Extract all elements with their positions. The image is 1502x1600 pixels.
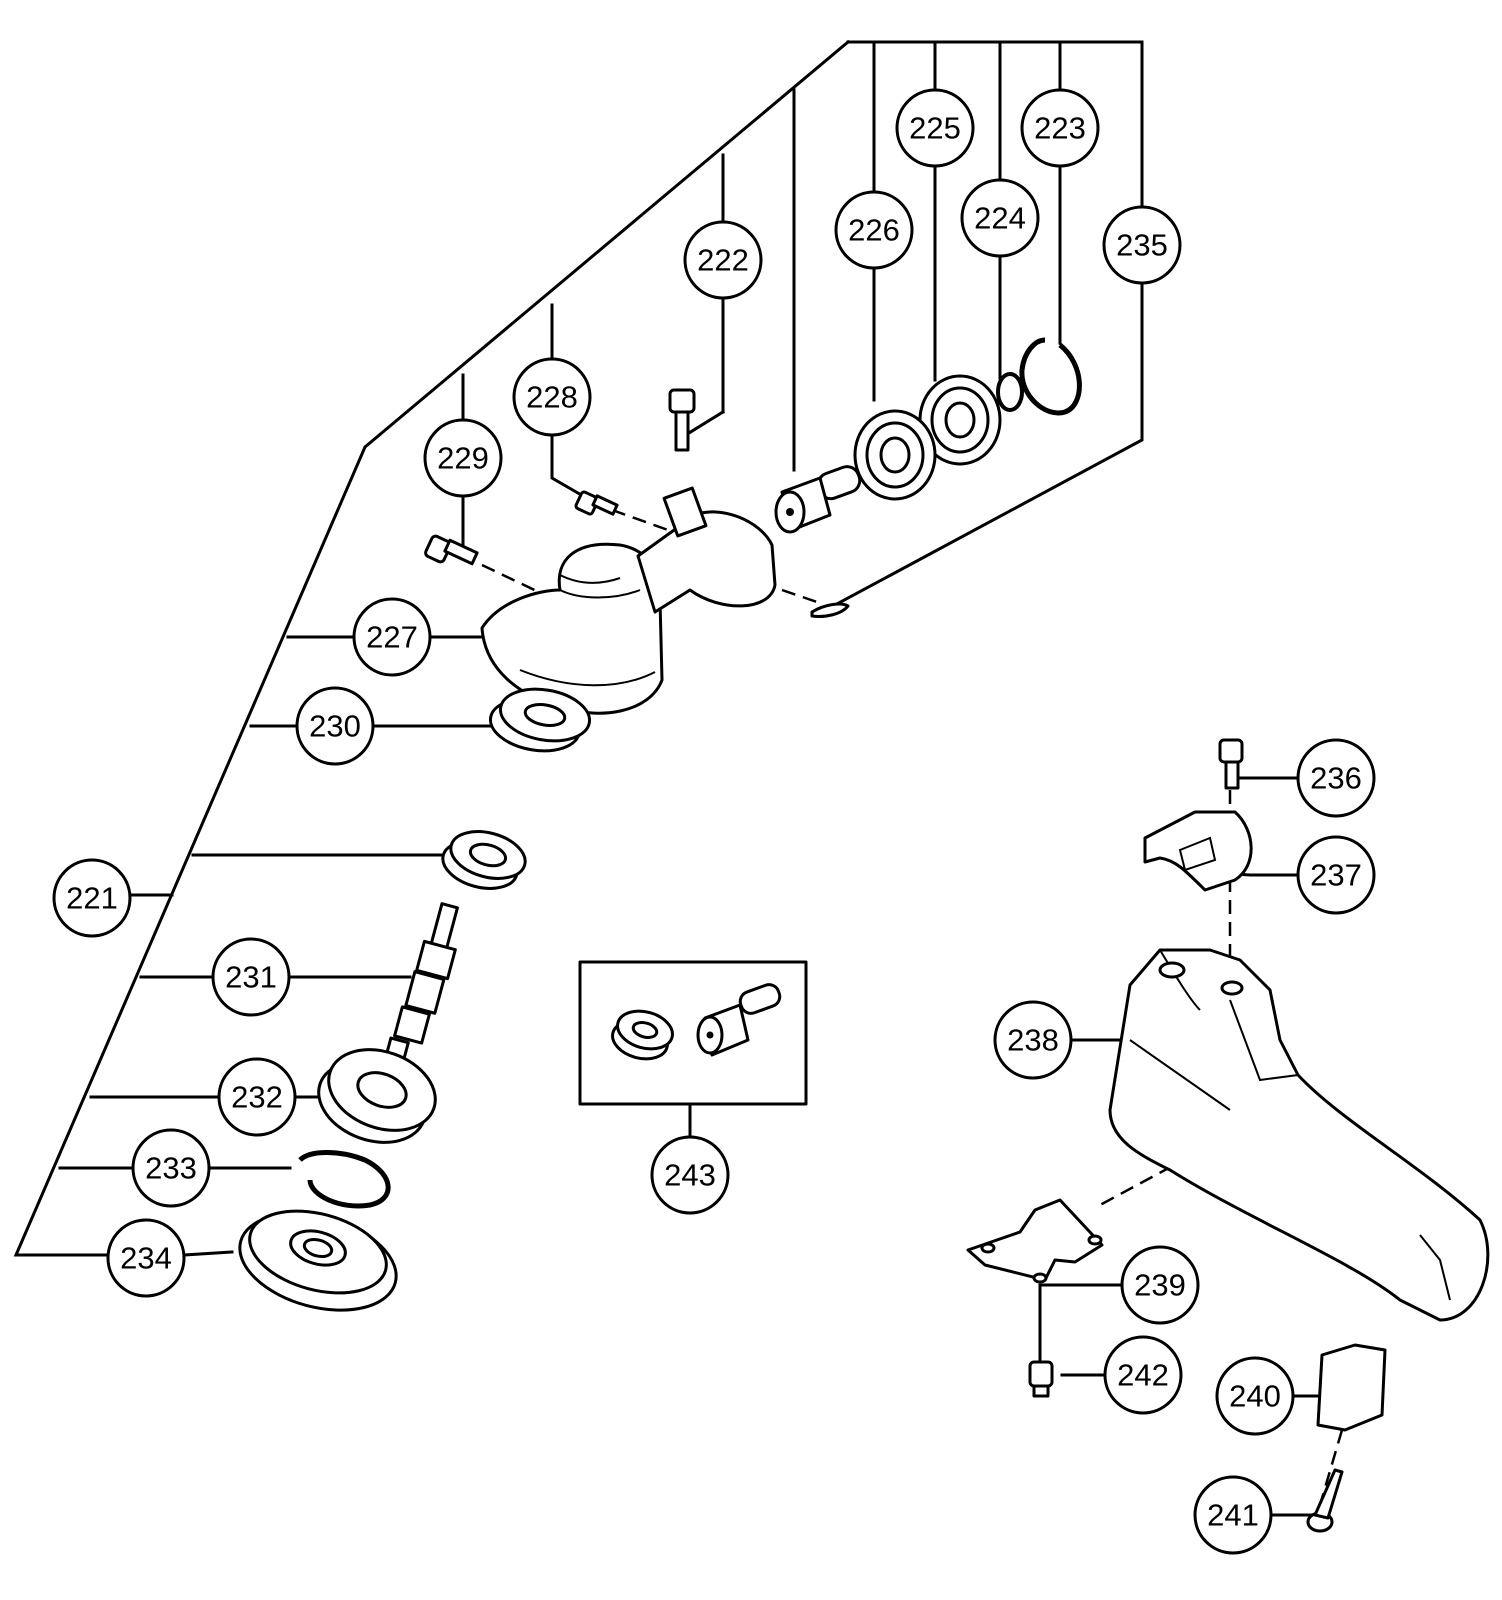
svg-text:221: 221 (66, 881, 118, 916)
svg-text:222: 222 (697, 243, 749, 278)
callout-242: 242 (1103, 1335, 1183, 1415)
holder-234 (238, 1209, 398, 1312)
svg-text:238: 238 (1007, 1023, 1059, 1058)
screw-241 (1306, 1468, 1344, 1533)
svg-text:239: 239 (1134, 1268, 1186, 1303)
svg-text:241: 241 (1207, 1498, 1259, 1533)
svg-text:230: 230 (309, 709, 361, 744)
axis-229 (481, 563, 546, 597)
callout-233: 233 (131, 1128, 211, 1208)
screw-228 (574, 490, 619, 516)
axis-241 (1318, 1429, 1344, 1506)
callout-222: 222 (683, 220, 763, 300)
svg-text:235: 235 (1116, 228, 1168, 263)
svg-text:226: 226 (848, 213, 900, 248)
bolt-222 (668, 388, 696, 452)
screw-242 (1028, 1360, 1054, 1398)
svg-text:232: 232 (231, 1080, 283, 1115)
bracket-239 (966, 1198, 1104, 1284)
callout-231: 231 (211, 937, 291, 1017)
svg-text:237: 237 (1310, 858, 1362, 893)
callout-234: 234 (106, 1218, 186, 1298)
callout-243: 243 (650, 1135, 730, 1215)
callout-241: 241 (1193, 1475, 1273, 1555)
svg-text:229: 229 (437, 441, 489, 476)
callout-224: 224 (960, 178, 1040, 258)
leader-234 (182, 1250, 234, 1257)
clamp-237 (1143, 810, 1253, 892)
callout-229: 229 (423, 418, 503, 498)
screw-229 (424, 534, 479, 566)
clip-240 (1316, 1343, 1387, 1432)
callout-235: 235 (1102, 205, 1182, 285)
callout-236: 236 (1296, 738, 1376, 818)
svg-text:236: 236 (1310, 761, 1362, 796)
svg-text:224: 224 (974, 201, 1026, 236)
svg-text:228: 228 (526, 380, 578, 415)
axis-228 (611, 508, 669, 532)
gear-case-227 (480, 486, 777, 715)
callout-labels: 221 222 223 224 225 226 227 228 229 230 … (52, 88, 1376, 1555)
pinion-gear (774, 465, 862, 534)
svg-text:243: 243 (664, 1158, 716, 1193)
key-235 (810, 602, 850, 618)
leader-222-tip (681, 409, 726, 439)
shaft-231 (384, 902, 459, 1064)
bolt-236 (1218, 738, 1244, 790)
svg-text:227: 227 (366, 620, 418, 655)
handle-238 (1108, 948, 1490, 1322)
oil-seal (441, 830, 527, 890)
callout-225: 225 (895, 88, 975, 168)
washer-224 (996, 372, 1024, 412)
callout-239: 239 (1120, 1245, 1200, 1325)
callout-223: 223 (1020, 88, 1100, 168)
leader-lines (13, 39, 1322, 1517)
svg-text:225: 225 (909, 111, 961, 146)
circlip-233 (298, 1150, 391, 1209)
leader-235 (819, 280, 1144, 615)
callout-226: 226 (834, 190, 914, 270)
callout-232: 232 (217, 1057, 297, 1137)
svg-text:240: 240 (1229, 1379, 1281, 1414)
kit-243 (578, 960, 808, 1106)
bearing-230 (488, 687, 592, 753)
assembly-221-bracket (13, 39, 851, 1257)
callout-240: 240 (1215, 1356, 1295, 1436)
bearing-226 (853, 409, 937, 501)
circlip-223 (1019, 337, 1082, 416)
svg-text:242: 242 (1117, 1358, 1169, 1393)
svg-text:233: 233 (145, 1151, 197, 1186)
callout-227: 227 (352, 597, 432, 677)
callout-230: 230 (295, 686, 375, 766)
svg-text:223: 223 (1034, 111, 1086, 146)
axis-235 (781, 588, 821, 605)
callout-238: 238 (993, 1000, 1073, 1080)
bearing-232 (317, 1048, 437, 1144)
svg-text:234: 234 (120, 1241, 172, 1276)
callout-221: 221 (52, 858, 132, 938)
svg-text:231: 231 (225, 960, 277, 995)
leader-228 (550, 432, 593, 503)
callout-237: 237 (1296, 835, 1376, 915)
callout-228: 228 (512, 357, 592, 437)
